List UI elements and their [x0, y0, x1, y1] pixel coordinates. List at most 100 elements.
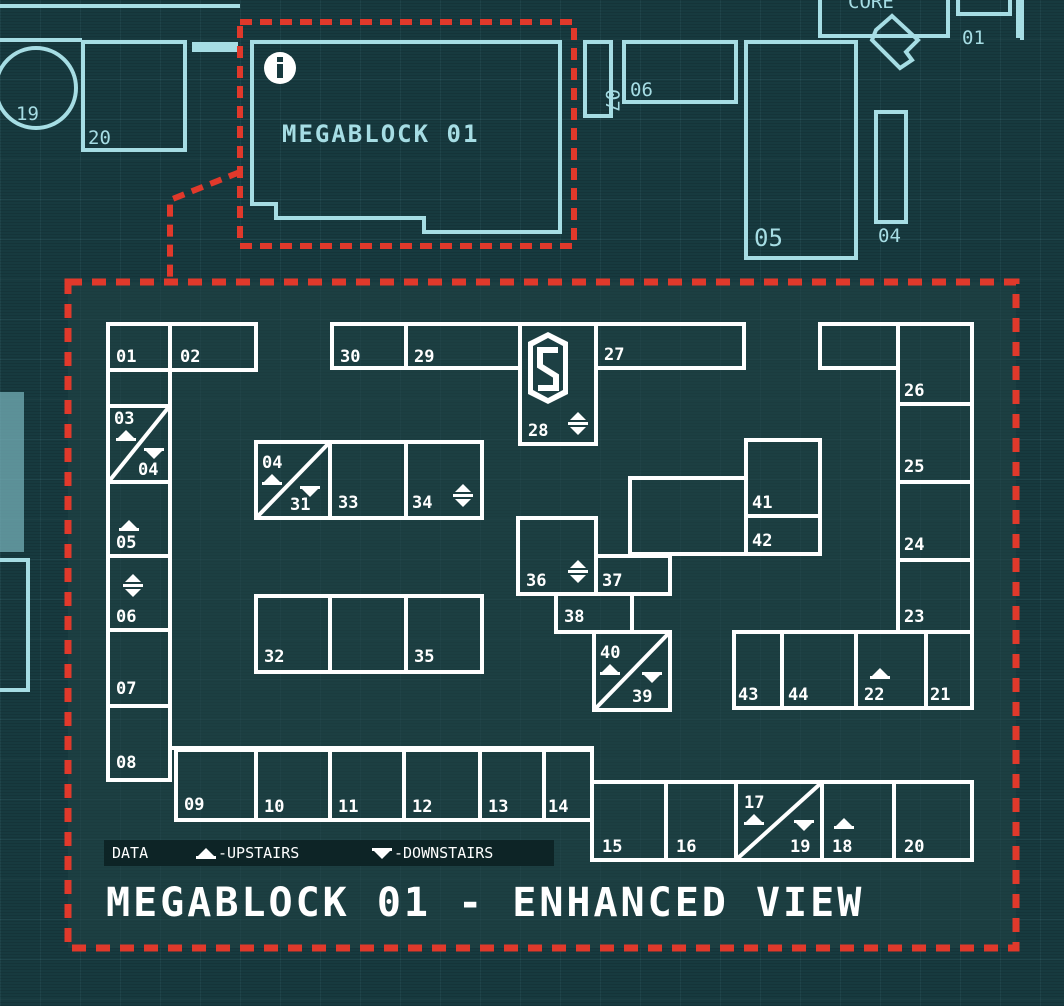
updown-stairs-icon	[568, 412, 588, 435]
room-06-outline[interactable]	[622, 40, 738, 104]
room-label: 10	[264, 797, 284, 817]
room-label: 08	[116, 753, 136, 773]
split-line	[736, 782, 822, 860]
megablock-01-label[interactable]: MEGABLOCK 01	[282, 120, 479, 148]
room-label: 04	[262, 453, 282, 473]
room-label: 19	[790, 837, 810, 857]
side-block	[0, 392, 24, 552]
room-20-label: 20	[88, 127, 111, 149]
overview-labels: CORE 01 19 20 MEGABLOCK 01 07 06 05 04	[16, 0, 985, 252]
room-label: 31	[290, 495, 310, 515]
split-line	[256, 442, 330, 518]
room-label: 13	[488, 797, 508, 817]
room-label: 17	[744, 793, 764, 813]
core-building[interactable]	[818, 0, 950, 38]
overview-map	[0, 0, 1024, 692]
upstairs-icon	[262, 474, 282, 485]
upstairs-icon	[116, 430, 136, 441]
updown-stairs-icon	[453, 484, 473, 507]
room-label: 14	[548, 797, 568, 817]
room-28[interactable]	[518, 322, 598, 446]
room-19-rotunda[interactable]	[0, 46, 78, 130]
room-06-label: 06	[630, 79, 653, 101]
room-label: 44	[788, 685, 808, 705]
room-label: 34	[412, 493, 432, 513]
legend-data-label: DATA	[112, 844, 148, 862]
room-label: 32	[264, 647, 284, 667]
room-label: 20	[904, 837, 924, 857]
legend-downstairs-label: -DOWNSTAIRS	[394, 844, 493, 862]
megablock-s-logo-icon	[528, 332, 568, 404]
room-label: 33	[338, 493, 358, 513]
room-19-label: 19	[16, 103, 39, 125]
downstairs-icon	[794, 820, 814, 831]
room-01-label: 01	[962, 27, 985, 49]
room-label: 25	[904, 457, 924, 477]
split-line	[594, 632, 670, 710]
megablock-01-outline[interactable]	[250, 40, 562, 234]
core-chevron	[869, 13, 921, 71]
room-label: 30	[340, 347, 360, 367]
map-legend: DATA -UPSTAIRS -DOWNSTAIRS	[104, 840, 554, 866]
room-label: 39	[632, 687, 652, 707]
room-20[interactable]	[892, 780, 974, 862]
room-label: 23	[904, 607, 924, 627]
core-label: CORE	[848, 0, 894, 13]
room-08[interactable]	[106, 704, 172, 782]
room-label: 36	[526, 571, 546, 591]
room-label: 02	[180, 347, 200, 367]
room-40-39[interactable]	[592, 630, 672, 712]
room-35[interactable]	[404, 594, 484, 674]
room-label: 38	[564, 607, 584, 627]
stair-icons	[116, 412, 890, 831]
room-label: 22	[864, 685, 884, 705]
room-label: 15	[602, 837, 622, 857]
room-05-outline[interactable]	[744, 40, 858, 260]
room-label: 18	[832, 837, 852, 857]
downstairs-icon	[300, 486, 320, 497]
enhanced-rooms	[106, 322, 974, 862]
downstairs-icon	[372, 848, 392, 859]
room-34[interactable]	[404, 440, 484, 520]
room-label: 06	[116, 607, 136, 627]
enhanced-view-frame	[64, 278, 1020, 952]
room-label: 28	[528, 421, 548, 441]
room-07-outline[interactable]	[583, 40, 613, 118]
room-label: 16	[676, 837, 696, 857]
room-label: 37	[602, 571, 622, 591]
corridor-connector	[192, 42, 238, 52]
downstairs-icon	[144, 448, 164, 459]
room-42[interactable]	[744, 514, 822, 556]
room-27[interactable]	[594, 322, 746, 370]
room-02[interactable]	[168, 322, 258, 372]
room-21[interactable]	[924, 630, 974, 710]
room-04-label: 04	[878, 225, 901, 247]
room-label: 42	[752, 531, 772, 551]
room-label: 05	[116, 533, 136, 553]
room-label: 29	[414, 347, 434, 367]
updown-stairs-icon	[123, 574, 143, 597]
room-01-outline[interactable]	[956, 0, 1020, 38]
upstairs-icon	[600, 664, 620, 675]
room-07-label: 07	[601, 89, 623, 112]
upstairs-icon	[870, 668, 890, 679]
upstairs-icon	[744, 814, 764, 825]
upstairs-icon	[196, 848, 216, 859]
room-label: 21	[930, 685, 950, 705]
room-label: 43	[738, 685, 758, 705]
room-label: 12	[412, 797, 432, 817]
legend-background	[104, 840, 554, 866]
upstairs-icon	[834, 818, 854, 829]
room-label: 01	[116, 347, 136, 367]
room-label: 27	[604, 345, 624, 365]
info-icon[interactable]	[264, 52, 296, 84]
room-20-outline[interactable]	[81, 40, 187, 152]
room-label: 24	[904, 535, 924, 555]
room-label: 07	[116, 679, 136, 699]
room-label: 04	[138, 460, 158, 480]
downstairs-icon	[642, 672, 662, 683]
legend-upstairs-label: -UPSTAIRS	[218, 844, 299, 862]
room-04-outline[interactable]	[874, 110, 908, 224]
room-05-label: 05	[754, 224, 783, 252]
